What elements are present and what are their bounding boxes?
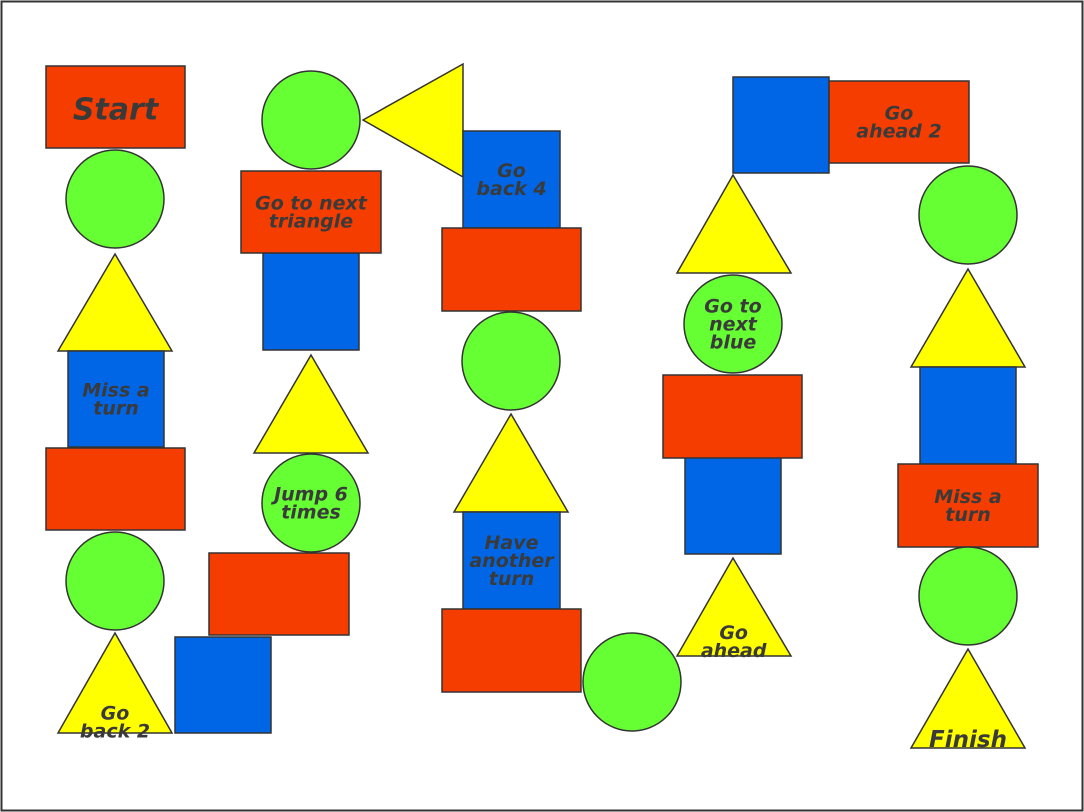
space-miss-a-turn-2-rect-shape	[897, 463, 1039, 548]
space-finish-label-line: Finish	[929, 727, 1007, 753]
space-square-2	[174, 636, 272, 734]
space-go-to-next-blue-circle-shape	[683, 274, 783, 374]
space-square-5-square-shape	[684, 456, 782, 555]
space-go-ahead-label-line: Go	[719, 622, 748, 644]
space-start-label-line: Start	[73, 93, 160, 128]
space-square-6-square-shape	[732, 76, 830, 174]
space-circle-4-circle-shape	[461, 311, 561, 411]
space-triangle-2-triangle-shape	[252, 353, 370, 454]
space-miss-a-turn-2-label-line: turn	[945, 504, 991, 526]
space-finish-triangle-shape	[909, 647, 1027, 749]
space-go-back-4-square-shape	[462, 130, 561, 229]
space-circle-6	[918, 165, 1018, 265]
space-miss-a-turn-2-label-line: Miss a	[934, 486, 1001, 508]
space-circle-7	[918, 546, 1018, 646]
space-square-3	[262, 252, 360, 351]
space-go-to-next-blue-label-line: Go to	[704, 296, 761, 318]
space-go-ahead-label-line: ahead	[701, 640, 767, 662]
space-triangle-5-triangle-shape	[675, 173, 793, 274]
space-start-rect-shape	[45, 65, 186, 149]
space-rect-5-rect-shape	[441, 608, 582, 693]
space-rect-3-rect-shape	[208, 552, 350, 636]
space-miss-a-turn-1-label-line: turn	[93, 398, 139, 420]
space-miss-a-turn-1-label-line: Miss a	[82, 380, 149, 402]
space-square-5	[684, 456, 782, 555]
space-rect-6	[662, 374, 803, 459]
space-square-6	[732, 76, 830, 174]
space-circle-5-circle-shape	[582, 632, 682, 732]
space-jump-6-times-label-line: Jump 6	[270, 484, 348, 506]
space-go-back-2-label-line: back 2	[80, 720, 150, 742]
space-triangle-3	[361, 62, 464, 179]
space-rect-5	[441, 608, 582, 693]
space-circle-7-circle-shape	[918, 546, 1018, 646]
space-go-ahead-2-label-line: ahead 2	[856, 121, 942, 143]
space-circle-2	[65, 531, 165, 631]
space-have-another-turn-label-line: another	[469, 550, 555, 572]
space-go-back-4-label-line: back 4	[476, 178, 546, 200]
space-go-to-next-triangle-label-line: triangle	[269, 211, 353, 233]
space-have-another-turn-square-shape	[462, 511, 561, 610]
space-have-another-turn-label-line: turn	[489, 568, 535, 590]
space-go-to-next-blue-label-line: next	[709, 314, 758, 336]
space-rect-2-rect-shape	[45, 447, 186, 531]
space-miss-a-turn-1-square-shape	[67, 350, 165, 448]
space-go-to-next-triangle-label-line: Go to next	[255, 193, 368, 215]
space-jump-6-times-label-line: times	[281, 502, 341, 524]
space-triangle-5	[675, 173, 793, 274]
space-go-to-next-triangle-rect-shape	[240, 170, 382, 254]
space-circle-3	[261, 70, 361, 170]
space-triangle-3-triangle-shape	[361, 62, 464, 179]
space-go-ahead-2-label-line: Go	[885, 103, 914, 125]
space-square-3-square-shape	[262, 252, 360, 351]
space-rect-6-rect-shape	[662, 374, 803, 459]
space-go-ahead-2-rect-shape	[828, 80, 970, 164]
space-circle-1	[65, 149, 165, 249]
space-square-2-square-shape	[174, 636, 272, 734]
space-square-7	[919, 366, 1017, 465]
space-triangle-2	[252, 353, 370, 454]
space-start: Start	[45, 65, 186, 149]
space-finish: Finish	[909, 647, 1027, 753]
space-go-ahead-triangle-shape	[675, 556, 793, 657]
space-go-back-4-label-line: Go	[497, 160, 526, 182]
space-go-to-next-blue-label-line: blue	[710, 332, 757, 354]
space-rect-3	[208, 552, 350, 636]
space-circle-5	[582, 632, 682, 732]
space-circle-6-circle-shape	[918, 165, 1018, 265]
space-circle-3-circle-shape	[261, 70, 361, 170]
space-go-back-2-label-line: Go	[101, 702, 130, 724]
space-rect-4	[441, 227, 582, 312]
space-rect-4-rect-shape	[441, 227, 582, 312]
space-jump-6-times-circle-shape	[261, 453, 361, 553]
space-circle-4	[461, 311, 561, 411]
space-have-another-turn-label-line: Have	[485, 532, 539, 554]
space-circle-2-circle-shape	[65, 531, 165, 631]
space-go-back-2-triangle-shape	[56, 631, 174, 734]
space-circle-1-circle-shape	[65, 149, 165, 249]
space-square-7-square-shape	[919, 366, 1017, 465]
space-rect-2	[45, 447, 186, 531]
